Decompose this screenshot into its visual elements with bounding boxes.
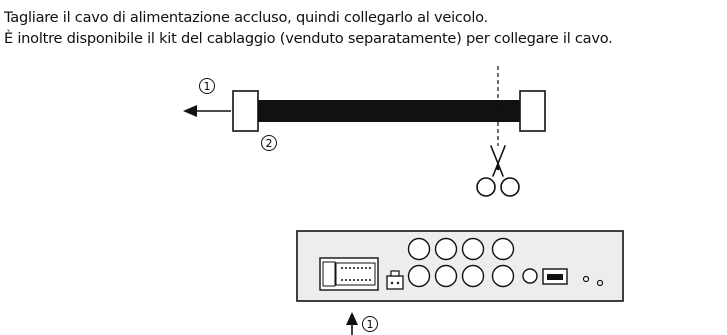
callout-1-bottom-label: 1 [367,318,374,331]
small-round-jack [522,268,538,284]
arrow-up-icon [346,312,358,335]
callout-1-top: 1 [199,78,215,94]
callout-2: 2 [261,135,277,151]
instruction-line-1: Tagliare il cavo di alimentazione acclus… [4,9,488,26]
arrow-left-icon [183,105,231,117]
scissors-icon [476,145,520,197]
rca-jacks-top-row [407,237,515,261]
connector-pins [341,267,371,281]
mini-port-1 [582,275,590,283]
device-unit [296,230,624,302]
power-connector-port [319,257,379,291]
usb-port [542,268,568,285]
instruction-line-2: È inoltre disponibile il kit del cablagg… [4,30,613,47]
cable-connector-right [519,90,546,132]
mini-port-2 [596,279,604,287]
instructions-text: Tagliare il cavo di alimentazione acclus… [4,7,724,49]
rca-jacks-bottom-row [407,264,515,288]
cable-connector-left [232,90,259,132]
cable-body [256,100,522,122]
small-connector-port [386,270,404,290]
power-cable [232,90,546,132]
callout-1-bottom: 1 [362,316,378,332]
callout-2-label: 2 [266,137,273,150]
callout-1-top-label: 1 [204,80,211,93]
